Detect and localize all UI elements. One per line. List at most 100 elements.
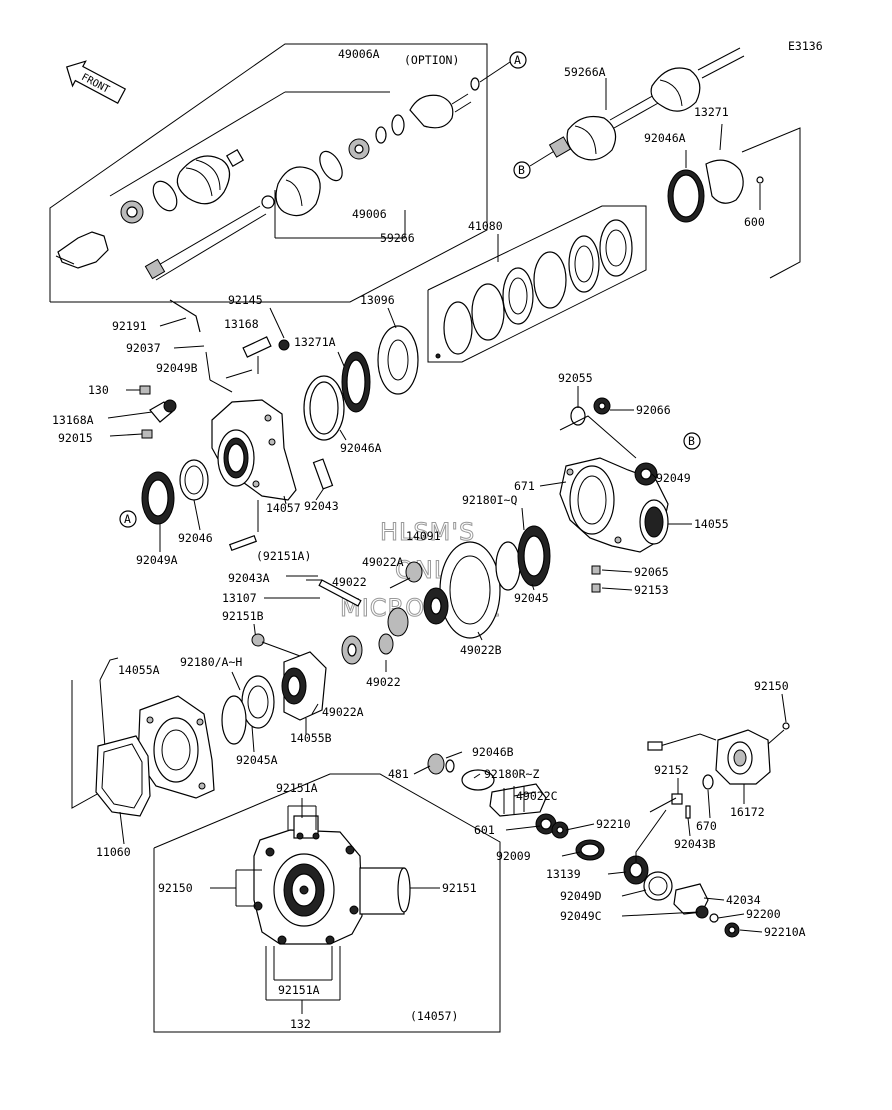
label-92049B: 92049B bbox=[156, 361, 198, 375]
leader-lines-right-housing bbox=[521, 386, 692, 591]
label-14091: 14091 bbox=[406, 529, 441, 543]
label-92151B: 92151B bbox=[222, 609, 264, 623]
ref-mark-b-right bbox=[683, 432, 701, 450]
label-130: 130 bbox=[88, 383, 109, 397]
label-13168: 13168 bbox=[224, 317, 259, 331]
label-59266: 59266 bbox=[380, 231, 415, 245]
front-arrow: FRONT bbox=[65, 60, 127, 104]
label-14055: 14055 bbox=[694, 517, 729, 531]
label-92046A-mid: 92046A bbox=[340, 441, 382, 455]
leader-lines-center bbox=[253, 575, 535, 672]
ref-mark-b-top bbox=[513, 161, 531, 179]
label-132: 132 bbox=[290, 1017, 311, 1031]
diagram-code: E3136 bbox=[788, 39, 823, 53]
label-92046A-top: 92046A bbox=[644, 131, 686, 145]
label-14055A: 14055A bbox=[118, 663, 160, 677]
label-92191: 92191 bbox=[112, 319, 147, 333]
label-13107: 13107 bbox=[222, 591, 257, 605]
ref-mark-a-left-label: A bbox=[124, 512, 131, 526]
label-14055B: 14055B bbox=[290, 731, 332, 745]
label-14057-paren: (14057) bbox=[410, 1009, 458, 1023]
label-92015: 92015 bbox=[58, 431, 93, 445]
label-92151A-paren: (92151A) bbox=[256, 549, 311, 563]
label-49022A-a: 49022A bbox=[362, 555, 404, 569]
label-92150-left: 92150 bbox=[158, 881, 193, 895]
label-11060: 11060 bbox=[96, 845, 131, 859]
label-49022-a: 49022 bbox=[332, 575, 367, 589]
label-600: 600 bbox=[744, 215, 765, 229]
label-14057: 14057 bbox=[266, 501, 301, 515]
label-601: 601 bbox=[474, 823, 495, 837]
label-92049A: 92049A bbox=[136, 553, 178, 567]
option-label: (OPTION) bbox=[404, 53, 459, 67]
label-92151: 92151 bbox=[442, 881, 477, 895]
label-671: 671 bbox=[514, 479, 535, 493]
driveshaft-group bbox=[49, 43, 511, 303]
label-481: 481 bbox=[388, 767, 409, 781]
label-13139: 13139 bbox=[546, 867, 581, 881]
label-92043A: 92043A bbox=[228, 571, 270, 585]
cover-14055A bbox=[71, 633, 327, 817]
housing-14057 bbox=[139, 299, 419, 552]
label-92180RZ: 92180R~Z bbox=[484, 767, 539, 781]
label-59266A: 59266A bbox=[564, 65, 606, 79]
label-92180AH: 92180/A~H bbox=[180, 655, 242, 669]
label-49006: 49006 bbox=[352, 207, 387, 221]
leader-lines-lower-left bbox=[119, 671, 319, 845]
ref-mark-a-top bbox=[509, 51, 527, 69]
label-92065: 92065 bbox=[634, 565, 669, 579]
label-92045: 92045 bbox=[514, 591, 549, 605]
label-49022A-b: 49022A bbox=[322, 705, 364, 719]
label-92200: 92200 bbox=[746, 907, 781, 921]
label-92045A: 92045A bbox=[236, 753, 278, 767]
label-42034: 42034 bbox=[726, 893, 761, 907]
label-92049C: 92049C bbox=[560, 909, 602, 923]
label-13168A: 13168A bbox=[52, 413, 94, 427]
label-49022-b: 49022 bbox=[366, 675, 401, 689]
clutch-pack-41080 bbox=[427, 205, 647, 363]
label-92150-right: 92150 bbox=[754, 679, 789, 693]
pinion-group bbox=[427, 753, 740, 938]
label-670: 670 bbox=[696, 819, 717, 833]
label-13271: 13271 bbox=[694, 105, 729, 119]
label-92210: 92210 bbox=[596, 817, 631, 831]
label-41080: 41080 bbox=[468, 219, 503, 233]
label-92151A-top: 92151A bbox=[276, 781, 318, 795]
label-49006A: 49006A bbox=[338, 47, 380, 61]
label-92037: 92037 bbox=[126, 341, 161, 355]
label-92153: 92153 bbox=[634, 583, 669, 597]
housing-14055 bbox=[559, 397, 669, 593]
actuator-16172 bbox=[635, 722, 790, 862]
label-92145: 92145 bbox=[228, 293, 263, 307]
label-92049: 92049 bbox=[656, 471, 691, 485]
label-49022B: 49022B bbox=[460, 643, 502, 657]
ref-mark-a-left bbox=[119, 510, 137, 528]
label-92066: 92066 bbox=[636, 403, 671, 417]
label-92046B: 92046B bbox=[472, 745, 514, 759]
axle-59266A bbox=[529, 47, 745, 167]
label-92152: 92152 bbox=[654, 763, 689, 777]
label-92049D: 92049D bbox=[560, 889, 602, 903]
leader-lines-lower-right bbox=[413, 751, 763, 933]
label-92046: 92046 bbox=[178, 531, 213, 545]
label-49022C: 49022C bbox=[516, 789, 558, 803]
label-92043: 92043 bbox=[304, 499, 339, 513]
differential-gears bbox=[306, 525, 551, 665]
label-16172: 16172 bbox=[730, 805, 765, 819]
label-13096: 13096 bbox=[360, 293, 395, 307]
inset-14057 bbox=[153, 773, 501, 1033]
label-92055: 92055 bbox=[558, 371, 593, 385]
label-92151A-bottom: 92151A bbox=[278, 983, 320, 997]
label-92009: 92009 bbox=[496, 849, 531, 863]
leader-lines-actuator bbox=[677, 693, 787, 837]
ref-mark-b-top-label: B bbox=[518, 163, 525, 177]
ref-mark-a-top-label: A bbox=[514, 53, 521, 67]
label-13271A: 13271A bbox=[294, 335, 336, 349]
label-92210A: 92210A bbox=[764, 925, 806, 939]
label-92180IQ: 92180I~Q bbox=[462, 493, 517, 507]
label-92043B: 92043B bbox=[674, 837, 716, 851]
ref-mark-b-right-label: B bbox=[688, 434, 695, 448]
bearing-group-upper-right bbox=[667, 123, 801, 279]
watermark-line-1: HLSM'S bbox=[380, 518, 475, 546]
